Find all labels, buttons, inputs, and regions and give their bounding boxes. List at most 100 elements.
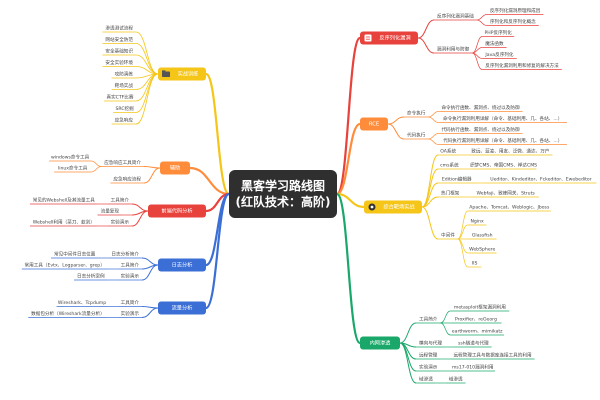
- branch-connector: [335, 36, 362, 196]
- leaf-item: Apache、Tomcat、Weblogic、Jboss: [469, 205, 550, 211]
- sub-item: 实验演示: [111, 219, 130, 226]
- branch-node-weapon[interactable]: [160, 161, 190, 175]
- leaf-item: 流量复现: [101, 208, 120, 215]
- sub-connector: [143, 166, 161, 169]
- branch-label: 日志分析: [172, 261, 193, 269]
- leaf-item: 靶场实战: [115, 82, 134, 89]
- leaf-connector: [91, 166, 102, 173]
- leaf-item: linux命令工具: [58, 165, 88, 172]
- leaf-item: 命令执行函数、漏洞点、绕过以及防御: [441, 104, 520, 111]
- sub-item: 热门框架: [441, 190, 460, 197]
- sub-item: OA系统: [440, 148, 456, 155]
- sub-connector: [387, 116, 405, 125]
- sub-item: 工具简介: [121, 262, 140, 269]
- leaf-connector: [91, 160, 102, 167]
- branch-label: RCE: [369, 122, 379, 128]
- leaf-item: 代码执行漏洞利用详解（命令、基础利用、几、各站、...）: [443, 137, 562, 144]
- leaf-item: 远程管理工具与数据库连接工具的利用: [453, 352, 532, 359]
- leaf-item: 织梦CMS、帝国CMS、禅达CMS: [470, 162, 537, 169]
- branch-node-traffic[interactable]: [158, 301, 206, 315]
- sub-item: 应急响应工具简介: [104, 159, 141, 166]
- child-connector: [135, 43, 159, 75]
- branch-label: 内网渗透: [370, 339, 392, 347]
- leaf-item: Wireshark、Tcpdump: [58, 300, 106, 306]
- branch-connector: [336, 192, 365, 209]
- leaf-connector: [428, 116, 439, 123]
- branch-connector: [204, 192, 231, 310]
- branch-node-log[interactable]: [158, 258, 206, 272]
- leaf-item: 攻防演练: [115, 71, 134, 78]
- sub-connector: [399, 322, 417, 344]
- branch-connector: [189, 166, 230, 196]
- leaf-item: SRC挖掘: [115, 105, 134, 112]
- sub-connector: [421, 206, 439, 240]
- leaf-item: Java反序列化: [484, 51, 513, 58]
- leaf-item: 网站安全防范: [105, 36, 133, 43]
- child-connector: [135, 73, 159, 125]
- leaf-item: 常见的Webshell及其流量工具: [33, 197, 95, 204]
- branch-connector: [335, 192, 362, 345]
- leaf-connector: [428, 111, 439, 118]
- branch-node-middleware[interactable]: [364, 200, 422, 214]
- leaf-item: 安全基础知识: [105, 48, 133, 55]
- leaf-connector: [428, 138, 439, 145]
- sub-item: 日志分析简介: [111, 251, 139, 258]
- sub-item: 应急响应流程: [113, 176, 141, 183]
- leaf-connector: [440, 310, 451, 324]
- center-title: 黑客学习路线图: [240, 179, 325, 193]
- leaf-item: Ueditor、Kindeditor、Fckeditor、Ewebeditor: [490, 177, 592, 183]
- leaf-item: 致远、蓝凌、用友、泛微、通达、万户: [471, 148, 549, 155]
- leaf-item: Nginx: [470, 219, 484, 225]
- sub-item: 工具简介: [121, 299, 140, 306]
- child-connector: [135, 31, 159, 75]
- leaf-connector: [476, 14, 487, 21]
- sub-connector: [421, 154, 439, 208]
- leaf-item: earthworm、mimikatz: [452, 329, 503, 335]
- leaf-item: 常用工具（Evtx、Logparser、grep）: [25, 262, 105, 269]
- leaf-item: PHP反序列化: [485, 29, 513, 36]
- leaf-item: 安全实验环境: [105, 59, 133, 66]
- sub-connector: [141, 307, 159, 318]
- sub-item: 实验演示: [419, 364, 438, 371]
- branch-label: 反序列化漏洞: [379, 34, 410, 42]
- sub-connector: [131, 203, 149, 212]
- leaf-item: 常见中间件日志位置: [54, 251, 96, 258]
- branch-node-practice[interactable]: [158, 67, 206, 81]
- child-connector: [135, 73, 159, 113]
- branch-label: 前端代码分析: [161, 207, 192, 215]
- sub-connector: [387, 123, 405, 140]
- leaf-item: 数据包分析（Wireshark流量分析）: [31, 310, 105, 317]
- sub-item: Edition编辑器: [442, 176, 472, 183]
- sub-item: cms系统: [440, 162, 459, 169]
- leaf-item: IIS: [472, 261, 478, 267]
- branch-label: 流量分析: [172, 304, 193, 312]
- sub-item: 工具简介: [111, 197, 130, 204]
- sub-item: 域渗透: [419, 376, 433, 383]
- branch-node-serialize[interactable]: [360, 31, 418, 45]
- branch-node-audit[interactable]: [148, 204, 206, 218]
- leaf-item: Webshell利用（菜刀、蚁剑）: [33, 219, 95, 226]
- leaf-item: windows命令工具: [51, 154, 90, 161]
- center-node: 黑客学习路线图 (红队技术：高阶): [229, 170, 337, 218]
- sub-connector: [141, 264, 159, 281]
- leaf-item: 真实CTF比赛: [106, 94, 133, 101]
- leaf-item: 反序列化漏洞原理和成因: [490, 7, 541, 14]
- sub-connector: [141, 306, 159, 309]
- leaf-item: metasploit框架漏洞利用: [454, 304, 506, 311]
- sub-item: 命令执行: [407, 110, 426, 117]
- sub-connector: [417, 37, 435, 54]
- leaf-item: 代码执行函数、漏洞点、绕过以及防御: [441, 126, 520, 133]
- leaf-item: 渗透测试流程: [105, 25, 133, 32]
- branch-node-rce[interactable]: [360, 117, 388, 131]
- leaf-connector: [457, 238, 468, 254]
- leaf-connector: [440, 322, 451, 336]
- sub-connector: [143, 167, 161, 184]
- leaf-item: WebSphere: [469, 247, 495, 253]
- sub-item: 代码执行: [407, 132, 426, 139]
- leaf-item: 应急响应: [115, 117, 134, 124]
- branch-node-intranet[interactable]: [360, 336, 400, 350]
- leaf-item: 反序列化漏洞利用和修复的解决方法: [485, 62, 559, 69]
- branch-label: 综合靶场实战: [383, 203, 415, 211]
- folder-icon: [162, 70, 170, 77]
